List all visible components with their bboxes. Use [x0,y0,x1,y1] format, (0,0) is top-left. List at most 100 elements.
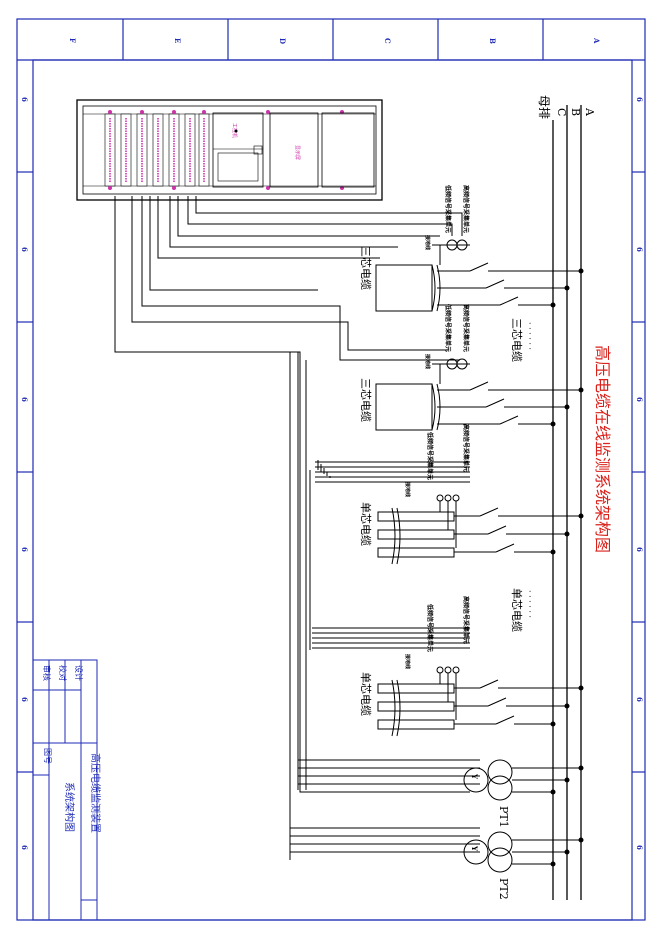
left-tick-label-2: 6 [20,397,29,402]
right-tick-label-4: 6 [635,697,644,702]
pt1-label: PT1 [497,806,510,828]
sc-break-1 [391,679,401,737]
right-tick-label-2: 6 [635,397,644,402]
single-core-cable-label-1: 单芯电缆 [359,502,373,546]
left-tick-label-0: 6 [20,97,29,102]
sc-switch-0-2 [495,543,515,553]
title-block [32,659,98,921]
switch-0-1 [485,279,505,289]
sc-junction-0-0 [578,513,584,519]
wire-hf-1 [195,196,463,236]
pt-junction-1-1 [564,849,570,855]
sc-ct-1-1 [444,666,452,674]
drawing-frame [16,18,646,921]
switch-0-0 [469,262,489,272]
pt-coil-primary-0 [463,767,489,793]
right-tick-label-1: 6 [635,247,644,252]
title-block-text: 设计 校对 审核 高压电缆监测装置 系统架构图 图号 [42,665,102,833]
switch-1-1 [485,398,505,408]
hf-unit-label-0: 高频信号采集单元 [462,185,470,233]
zone-label-d: D [278,38,287,44]
wire-3 [177,196,440,237]
busbar-label: 母排 [537,95,551,119]
pt-coil-a-1 [487,831,513,857]
sc-switch-1-1 [487,697,507,707]
sc-ct-1-0 [436,666,444,674]
pt-junction-0-2 [550,789,556,795]
three-core-cable-label-3: 三芯电缆 [510,318,524,362]
pt-symbol-y-0: Y [470,773,479,780]
wire-6 [149,196,318,291]
sc-junction-0-2 [550,549,556,555]
acquisition-module-6 [198,113,210,187]
pt-junction-0-1 [564,777,570,783]
right-tick-label-0: 6 [635,97,644,102]
sc-switch-0-0 [479,507,499,517]
acquisition-module-2 [136,113,148,187]
single-core-cable-1-2 [377,719,455,730]
lf-unit-label-0: 低频信号采集单元 [444,184,452,233]
single-core-cable-label-2: 单芯电缆 [359,672,373,716]
wire-hf-2 [141,196,460,361]
row-design: 设计 [74,665,84,681]
pt-symbol-y-1: Y [470,845,479,852]
sc-junction-1-0 [578,685,584,691]
sc-junction-0-1 [564,531,570,537]
pt-coil-b-0 [487,775,513,801]
drawing-name: 系统架构图 [63,782,76,832]
sc-switch-1-0 [479,679,499,689]
switch-1-0 [469,381,489,391]
sheet-number-label: 图号 [43,748,52,764]
pt-coil-primary-1 [463,839,489,865]
acquisition-module-4 [168,113,180,187]
cabinet-marker-6 [172,186,176,190]
right-tick-label-3: 6 [635,547,644,552]
single-core-cable-label-3: 单芯电缆 [510,588,524,632]
cabinet-marker-0 [108,110,112,114]
ellipsis-2: · · · · · · [525,590,534,618]
left-tick-label-5: 6 [20,845,29,850]
zone-label-b: B [488,38,497,44]
switch-1-2 [499,415,519,425]
pt-coil-b-1 [487,847,513,873]
wiring [114,196,584,873]
wire-pt1-a [114,196,470,793]
industrial-pc-label: 工控机 [231,123,238,138]
sc-ct-0-0 [436,494,444,502]
sc-hf-label-1: 高频信号采集单元 [462,596,470,644]
three-core-cable-body-0 [375,264,433,312]
pt-junction-1-2 [550,861,556,867]
monitoring-cabinet: 工控机 显示屏 [76,99,383,201]
left-tick-label-3: 6 [20,547,29,552]
sc-hf-label-0: 高频信号采集单元 [462,424,470,472]
row-approve: 审核 [42,665,52,681]
ground-label-0: 接地线 [424,234,431,250]
busbar-labels: A B C 母排 [537,95,596,119]
wire-lf-2 [131,196,448,351]
left-tick-label-1: 6 [20,247,29,252]
single-core-cable-1-1 [377,701,455,712]
sc-junction-1-2 [550,721,556,727]
zone-label-a: A [592,37,601,44]
pt-junction-0-0 [578,765,584,771]
phase-b-label: B [569,108,582,116]
sc-ct-1-2 [452,666,460,674]
ellipsis-1: · · · · · · [525,322,534,350]
zone-label-f: F [68,38,77,43]
sc-switch-0-1 [487,525,507,535]
single-core-cable-1-0 [377,683,455,694]
left-tick-label-4: 6 [20,697,29,702]
acquisition-module-0 [104,113,116,187]
display-label: 显示屏 [294,145,300,160]
pt2-label: PT2 [497,878,510,900]
pt-coil-a-0 [487,759,513,785]
junction-0-1 [564,285,570,291]
phase-c-label: C [555,108,568,116]
zone-label-e: E [173,38,182,43]
single-core-cable-0-2 [377,547,455,558]
wire-lf-1 [187,196,453,236]
three-core-cable-label-1: 三芯电缆 [359,246,373,290]
ground-label-1: 接地线 [424,353,431,369]
acquisition-module-3 [152,113,164,187]
